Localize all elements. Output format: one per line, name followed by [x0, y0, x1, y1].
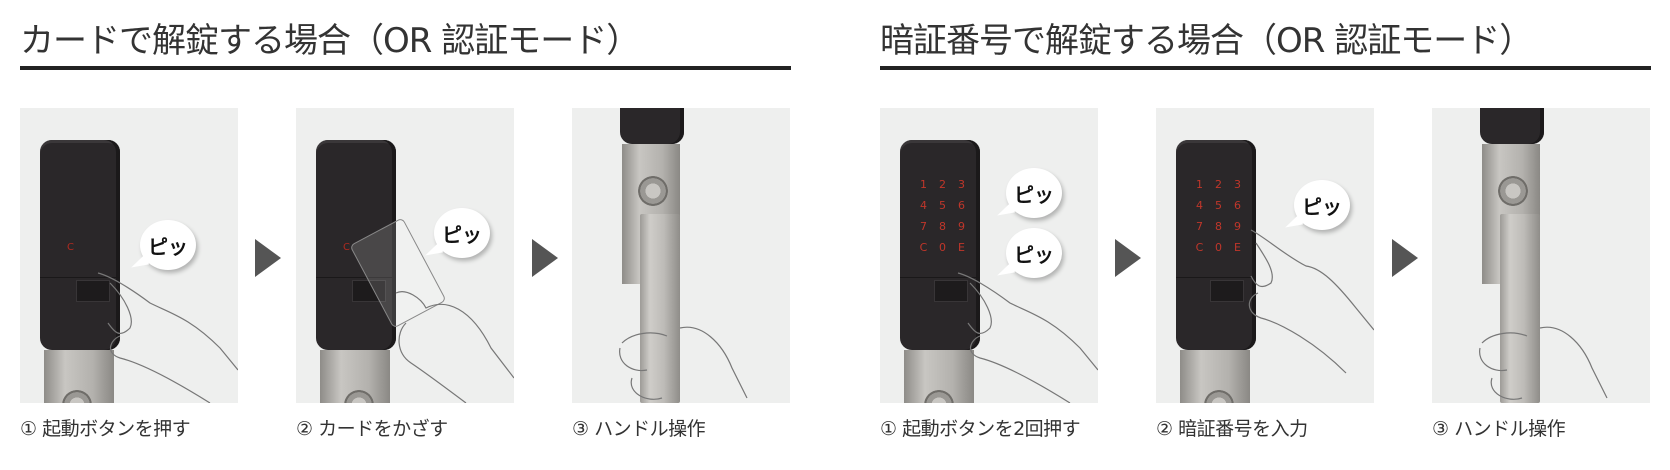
key-4: 4 — [1196, 199, 1203, 212]
key-9: 9 — [958, 220, 965, 233]
device-lower-part — [316, 277, 396, 350]
hand-holding-card-icon — [395, 291, 514, 403]
key-5: 5 — [1215, 199, 1222, 212]
step-caption: ① 起動ボタンを押す — [20, 418, 191, 440]
key-cylinder-icon — [1204, 390, 1234, 403]
step-panel-enter-pin: 1 2 3 4 5 6 7 8 9 C 0 E ピッ — [1156, 108, 1374, 403]
key-cylinder-icon — [924, 390, 954, 403]
key-8: 8 — [1215, 220, 1222, 233]
key-3: 3 — [1234, 178, 1241, 191]
next-step-arrow — [255, 239, 281, 277]
key-1: 1 — [1196, 178, 1203, 191]
next-step-arrow — [532, 239, 558, 277]
start-button — [76, 280, 110, 302]
step-panel-hold-card: C ピッ — [296, 108, 514, 403]
key-c: C — [919, 241, 928, 254]
key-cylinder-icon — [638, 176, 668, 206]
lock-device — [1480, 108, 1544, 144]
title-underline — [20, 66, 791, 70]
beep-bubble: ピッ — [1006, 168, 1062, 218]
key-7: 7 — [1196, 220, 1203, 233]
key-1: 1 — [920, 178, 927, 191]
lock-device — [620, 108, 684, 144]
led-indicator: C — [343, 242, 350, 253]
key-e: E — [1234, 241, 1241, 254]
device-lower-part — [900, 277, 980, 350]
key-cylinder-icon — [344, 390, 374, 403]
step-caption: ③ ハンドル操作 — [1432, 418, 1566, 440]
key-0: 0 — [1215, 241, 1222, 254]
key-6: 6 — [958, 199, 965, 212]
step-caption: ② カードをかざす — [296, 418, 448, 440]
next-step-arrow — [1115, 239, 1141, 277]
key-3: 3 — [958, 178, 965, 191]
key-e: E — [958, 241, 965, 254]
key-9: 9 — [1234, 220, 1241, 233]
step-panel-operate-handle — [572, 108, 790, 403]
pointing-hand-icon — [97, 272, 238, 403]
key-2: 2 — [939, 178, 946, 191]
key-6: 6 — [1234, 199, 1241, 212]
beep-bubble: ピッ — [434, 208, 490, 258]
key-2: 2 — [1215, 178, 1222, 191]
device-lower-part — [40, 277, 120, 350]
step-panel-press-button: C ピッ — [20, 108, 238, 403]
device-lower-part — [1176, 277, 1256, 350]
grasping-hand-icon — [1479, 326, 1608, 400]
keypad: 1 2 3 4 5 6 7 8 9 C 0 E — [1190, 178, 1247, 254]
led-indicator: C — [67, 242, 74, 253]
lock-device-keypad: 1 2 3 4 5 6 7 8 9 C 0 E — [1176, 140, 1256, 350]
door-handle — [640, 214, 680, 403]
beep-bubble: ピッ — [1006, 228, 1062, 278]
key-cylinder-icon — [62, 390, 92, 403]
key-cylinder-icon — [1498, 176, 1528, 206]
key-8: 8 — [939, 220, 946, 233]
step-caption: ③ ハンドル操作 — [572, 418, 706, 440]
beep-bubble: ピッ — [1294, 180, 1350, 230]
step-panel-operate-handle — [1432, 108, 1650, 403]
start-button — [1210, 280, 1244, 302]
key-7: 7 — [920, 220, 927, 233]
pointing-hand-icon — [957, 272, 1098, 403]
card-unlock-section: カードで解錠する場合（OR 認証モード） C ピッ C ピッ — [0, 0, 800, 470]
title-underline — [880, 66, 1651, 70]
grasping-hand-icon — [619, 326, 748, 400]
key-c: C — [1195, 241, 1204, 254]
pin-unlock-section: 暗証番号で解錠する場合（OR 認証モード） 1 2 3 4 5 6 7 8 9 … — [860, 0, 1670, 470]
lock-device: C — [316, 140, 396, 350]
start-button — [352, 280, 386, 302]
step-caption: ① 起動ボタンを2回押す — [880, 418, 1081, 440]
start-button — [934, 280, 968, 302]
lock-device-keypad: 1 2 3 4 5 6 7 8 9 C 0 E — [900, 140, 980, 350]
next-step-arrow — [1392, 239, 1418, 277]
door-handle — [1500, 214, 1540, 403]
key-0: 0 — [939, 241, 946, 254]
keypad: 1 2 3 4 5 6 7 8 9 C 0 E — [914, 178, 971, 254]
section-title-card: カードで解錠する場合（OR 認証モード） — [20, 21, 640, 61]
step-panel-press-button-twice: 1 2 3 4 5 6 7 8 9 C 0 E ピッ ピッ — [880, 108, 1098, 403]
beep-bubble: ピッ — [140, 220, 196, 270]
section-title-pin: 暗証番号で解錠する場合（OR 認証モード） — [880, 21, 1533, 61]
lock-device: C — [40, 140, 120, 350]
key-5: 5 — [939, 199, 946, 212]
key-4: 4 — [920, 199, 927, 212]
pointing-hand-icon — [1248, 229, 1374, 374]
step-caption: ② 暗証番号を入力 — [1156, 418, 1308, 440]
